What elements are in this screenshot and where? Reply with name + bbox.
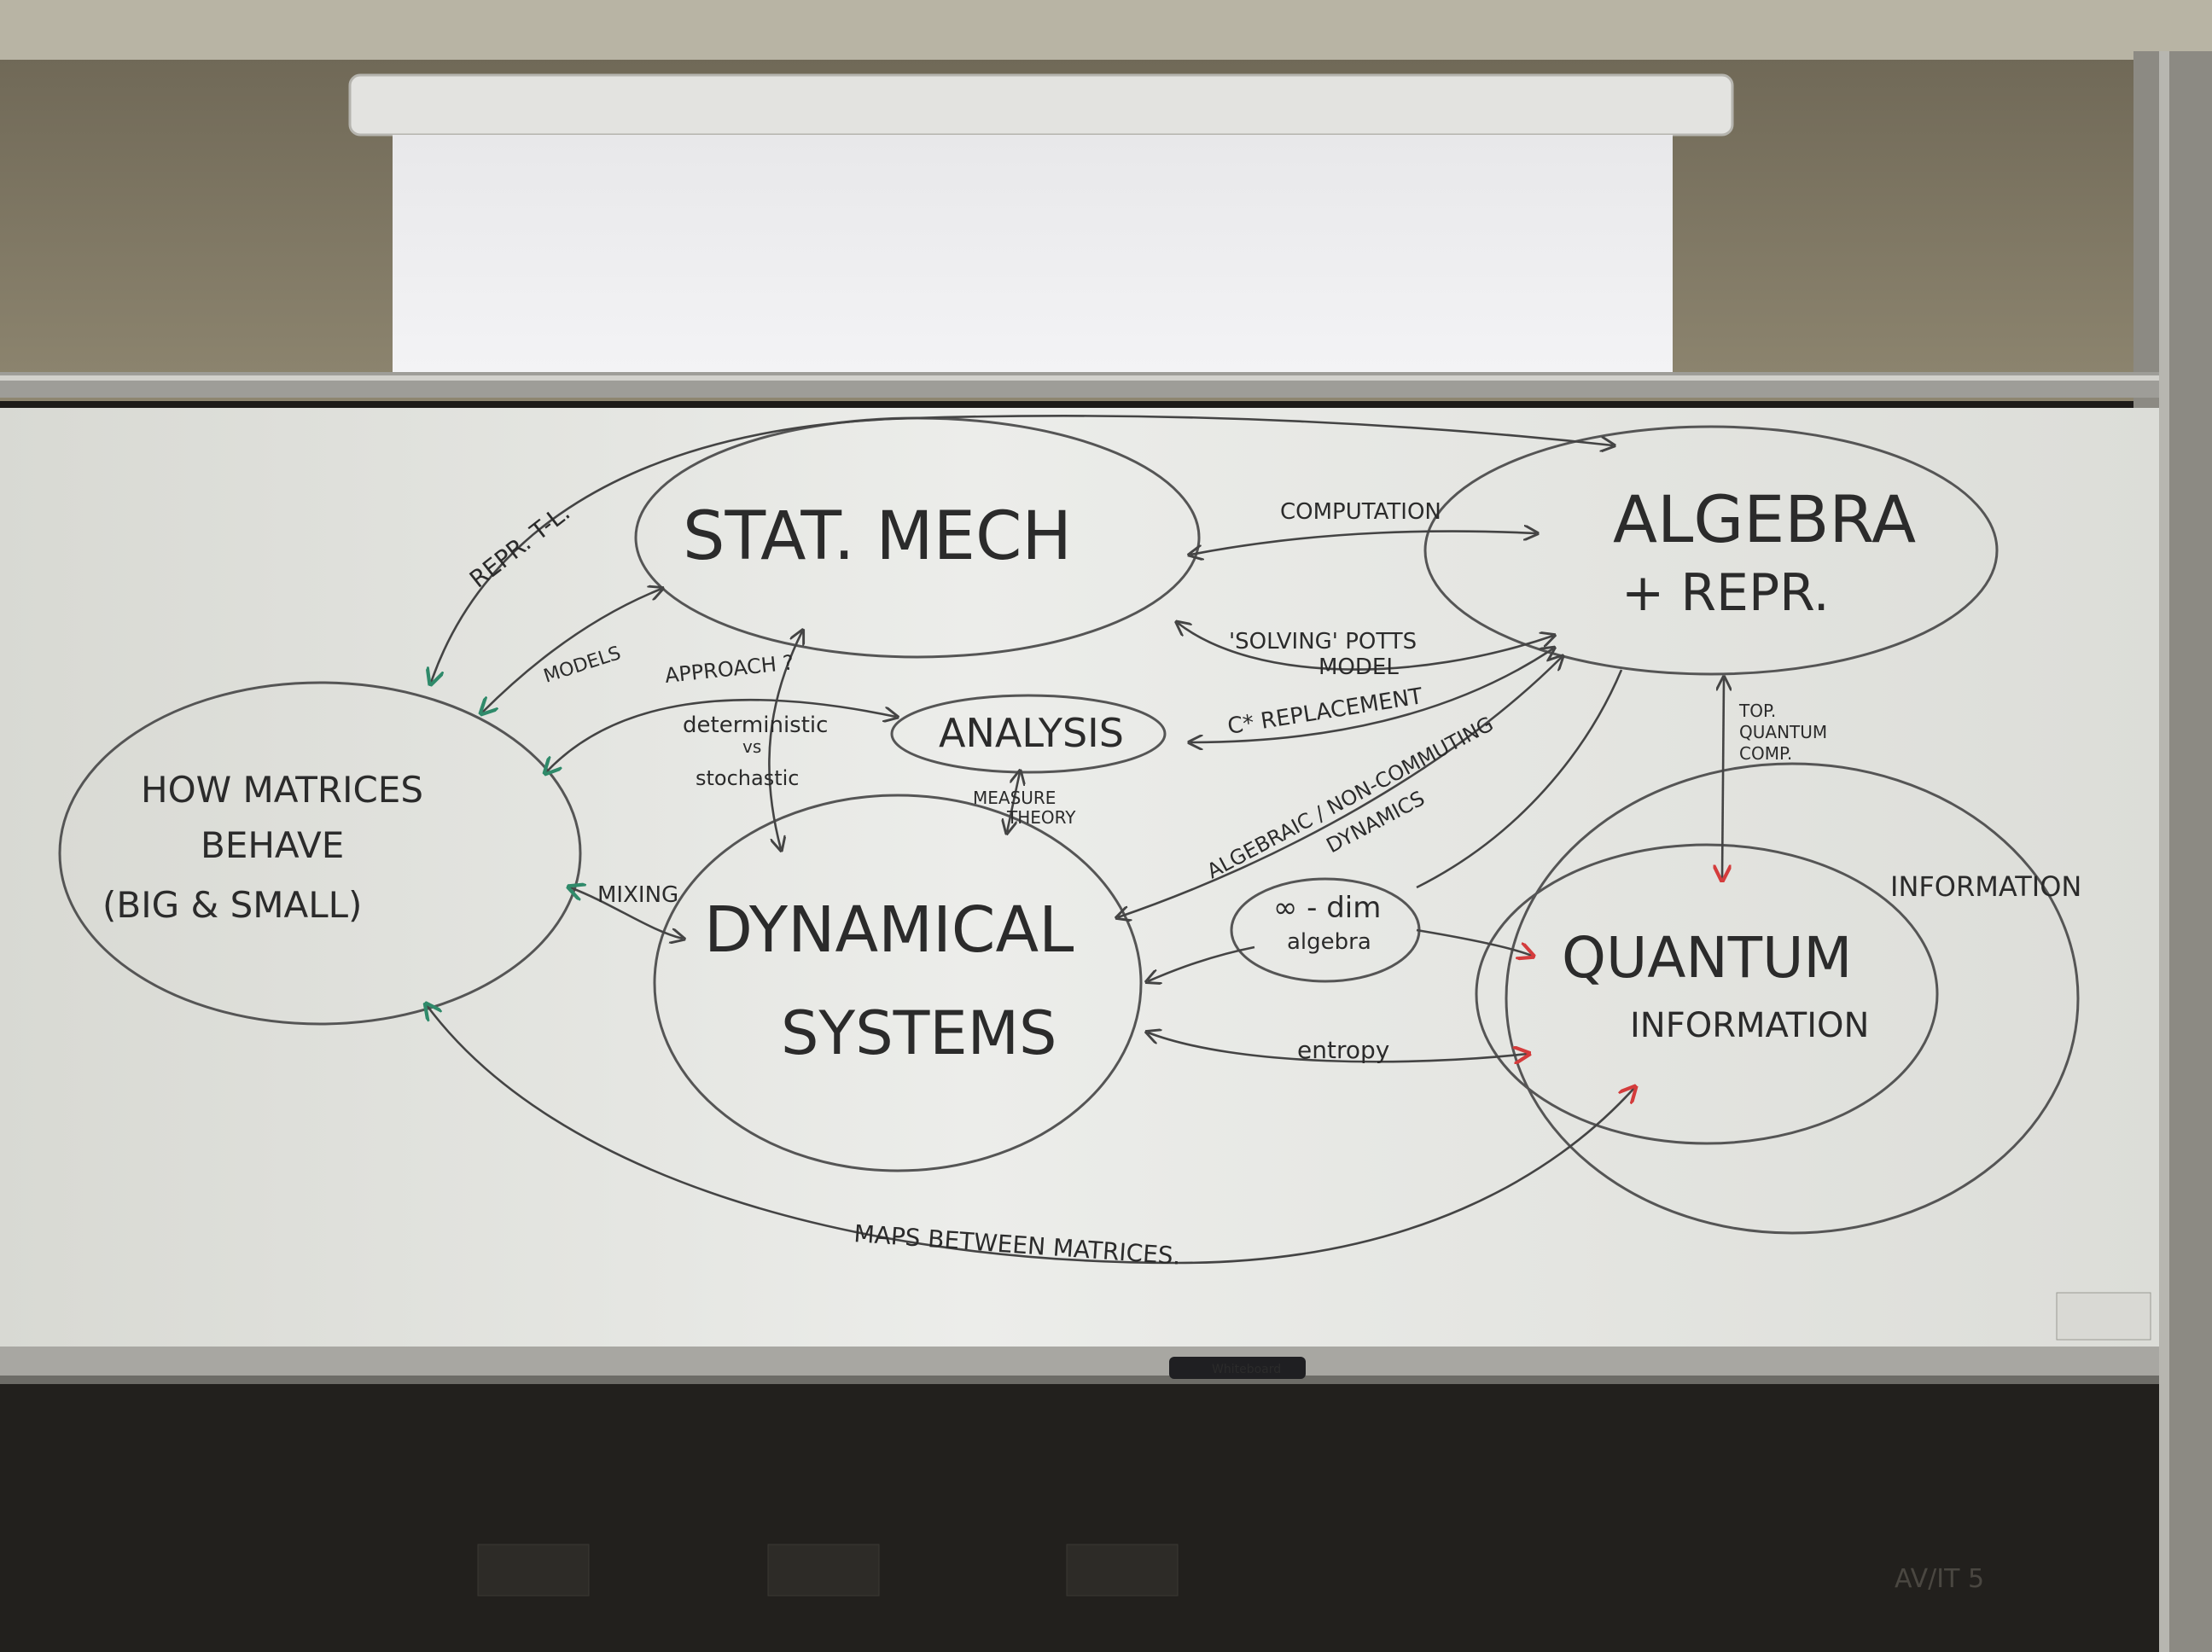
dynamical-label-2: SYSTEMS	[781, 998, 1057, 1068]
information-label: INFORMATION	[1890, 870, 2081, 903]
edge-top-quantum	[1722, 678, 1724, 879]
projector-screen-housing	[348, 73, 1734, 137]
edge-models	[482, 589, 661, 713]
edge-repr-tl	[431, 415, 1613, 683]
node-dynamical	[653, 794, 1143, 1172]
stochastic-label: stochastic	[696, 766, 800, 790]
measure-label-1: MEASURE	[973, 788, 1056, 808]
edge-inf-dim-quantum	[1416, 928, 1532, 956]
node-information-outer	[1505, 762, 2080, 1235]
inf-dim-label-2: algebra	[1287, 929, 1371, 955]
edge-mixing	[570, 887, 683, 939]
solving-potts-label-1: 'SOLVING' POTTS	[1229, 629, 1417, 654]
algebra-sub-label: + REPR.	[1621, 563, 1830, 623]
board-sticker	[2056, 1292, 2151, 1341]
edge-algebra-dynamical	[1416, 669, 1623, 889]
analysis-label: ANALYSIS	[939, 710, 1124, 756]
edge-approach	[546, 698, 896, 772]
quantum-label-2: INFORMATION	[1630, 1006, 1869, 1045]
inf-dim-label-1: ∞ - dim	[1273, 891, 1381, 925]
av-label: AV/IT 5	[1895, 1564, 1984, 1594]
algebra-label: ALGEBRA	[1613, 481, 1916, 557]
matrices-label-1: HOW MATRICES	[141, 769, 423, 811]
node-matrices	[58, 681, 582, 1026]
mixing-label: MIXING	[597, 882, 678, 908]
top-rail-highlight	[0, 375, 2159, 381]
power-socket	[477, 1544, 590, 1597]
top-quantum-label-1: TOP.	[1738, 701, 1776, 721]
lower-cabinet	[0, 1384, 2159, 1652]
power-socket	[767, 1544, 880, 1597]
edge-measure	[1007, 772, 1020, 832]
top-quantum-label-2: QUANTUM	[1739, 722, 1827, 742]
power-socket	[1066, 1544, 1179, 1597]
quantum-label-1: QUANTUM	[1562, 925, 1852, 991]
deterministic-label: deterministic	[683, 713, 828, 738]
marker-pen	[1169, 1357, 1306, 1379]
marker-label: Whiteboard	[1212, 1363, 1281, 1376]
edge-computation	[1190, 532, 1536, 555]
top-quantum-label-3: COMP.	[1739, 743, 1792, 764]
measure-label-2: THEORY	[1006, 807, 1076, 828]
computation-label: COMPUTATION	[1280, 499, 1441, 525]
edge-maps	[427, 1005, 1634, 1265]
edge-algebraic	[1118, 657, 1562, 917]
ceiling	[0, 0, 2212, 60]
dynamical-label-1: DYNAMICAL	[704, 893, 1074, 967]
frame-rail	[2159, 51, 2169, 1652]
matrices-label-3: (BIG & SMALL)	[102, 884, 362, 926]
edge-inf-dim-dynamical	[1148, 945, 1255, 981]
entropy-label: entropy	[1297, 1036, 1389, 1064]
matrices-label-2: BEHAVE	[201, 824, 344, 866]
tray-shadow	[0, 1376, 2159, 1384]
node-quantum	[1475, 843, 1939, 1145]
vs-label: vs	[742, 736, 761, 757]
stat-mech-label: STAT. MECH	[683, 498, 1072, 575]
solving-potts-label-2: MODEL	[1318, 654, 1399, 680]
projector-screen	[393, 135, 1673, 391]
edge-deterministic	[768, 631, 802, 849]
